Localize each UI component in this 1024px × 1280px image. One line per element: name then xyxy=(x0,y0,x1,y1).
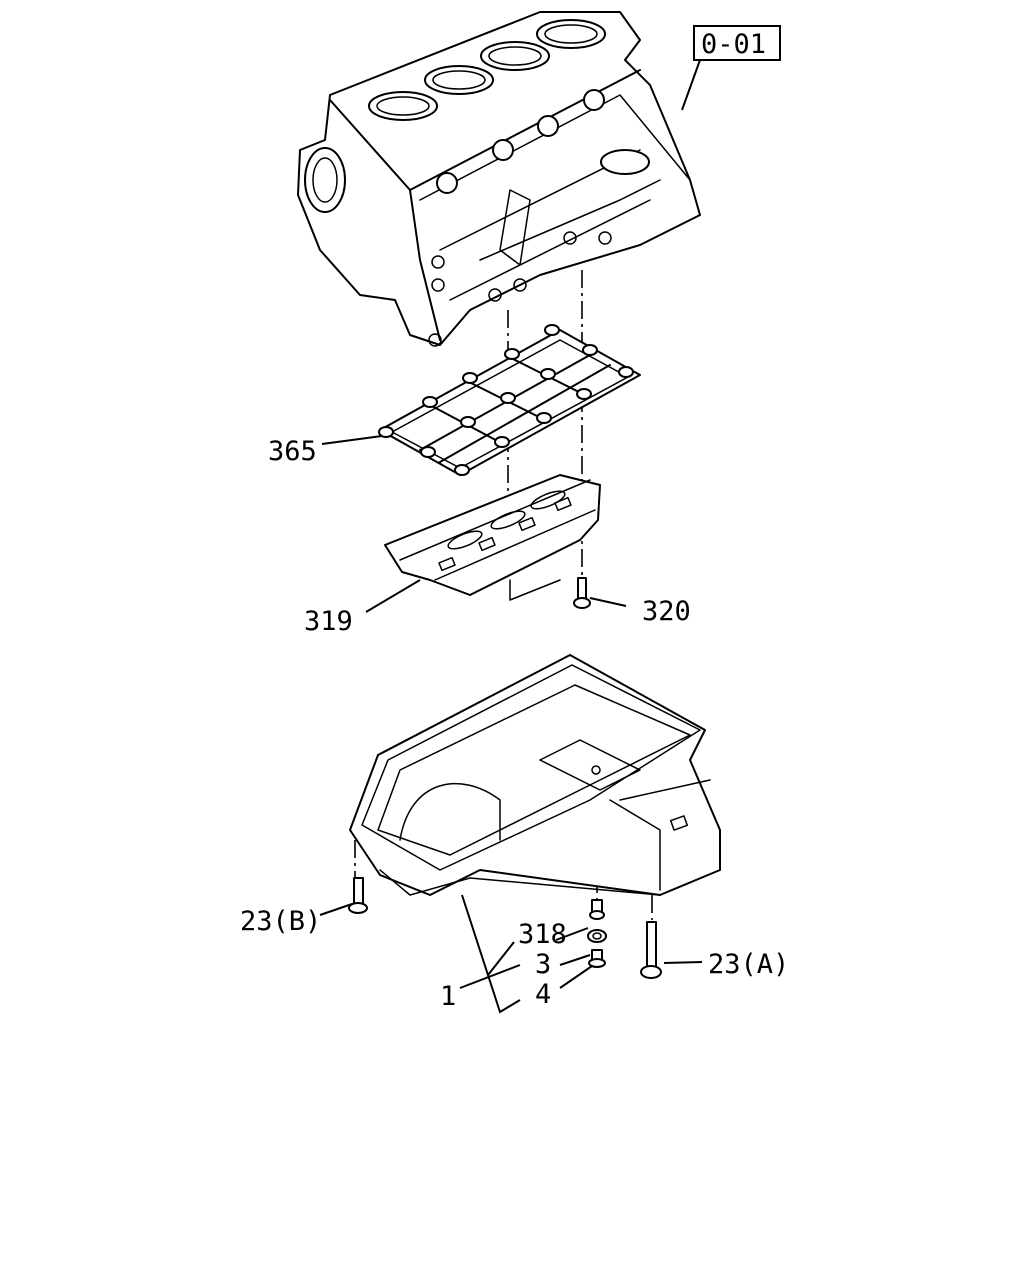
callout-319: 319 xyxy=(304,606,353,637)
callout-23b: 23(B) xyxy=(240,906,321,937)
callout-labels: 365 319 320 23(B) 318 3 1 4 23(A) xyxy=(240,436,789,1012)
cylinder-block xyxy=(297,11,701,347)
drain-plug-318 xyxy=(589,899,605,920)
baffle-plate xyxy=(384,474,601,601)
bolt-23a xyxy=(640,921,662,979)
bolt-23b xyxy=(348,877,368,914)
washer-3 xyxy=(587,929,607,943)
callout-4: 4 xyxy=(535,979,551,1010)
oil-pan xyxy=(349,654,721,896)
callout-3: 3 xyxy=(535,949,551,980)
reference-code: 0-01 xyxy=(701,29,766,60)
reference-box: 0-01 xyxy=(681,25,781,111)
bolt-320 xyxy=(573,577,591,609)
callout-23a: 23(A) xyxy=(708,949,789,980)
callout-1: 1 xyxy=(440,981,456,1012)
bearing-cap-ladder-frame xyxy=(378,324,641,476)
callout-320: 320 xyxy=(642,596,691,627)
plug-4 xyxy=(588,949,606,968)
callout-365: 365 xyxy=(268,436,317,467)
bearing-cap-bosses xyxy=(378,324,634,476)
leader-lines xyxy=(319,435,703,1014)
callout-318: 318 xyxy=(518,919,567,950)
